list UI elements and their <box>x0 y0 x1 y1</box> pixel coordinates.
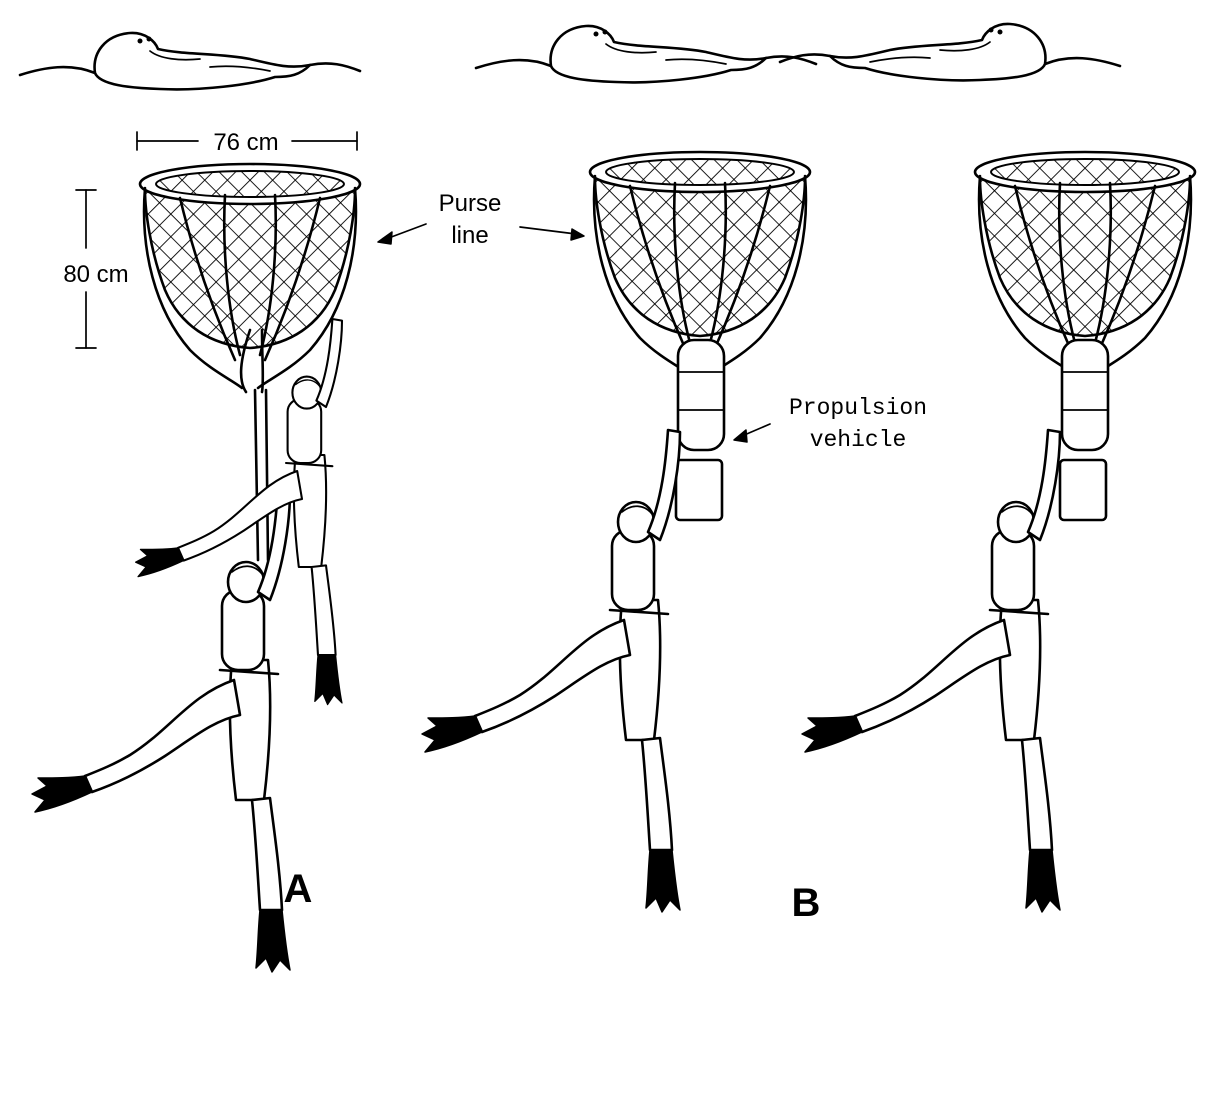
purse-line-label-2: line <box>451 222 488 249</box>
panel-b-left-scene <box>422 152 810 912</box>
height-label: 80 cm <box>63 261 128 288</box>
propulsion-label-1: Propulsion <box>789 395 927 421</box>
propulsion-label-2: vehicle <box>810 427 907 453</box>
width-label: 76 cm <box>213 129 278 156</box>
propulsion-vehicle-callout: Propulsion vehicle <box>734 395 927 453</box>
height-dimension: 80 cm <box>63 190 128 348</box>
purse-line-label-1: Purse <box>439 190 502 217</box>
width-dimension: 76 cm <box>137 129 357 156</box>
panel-b-right-scene <box>802 152 1195 912</box>
panel-b-letter: B <box>792 881 821 925</box>
panel-a-letter: A <box>284 867 313 911</box>
purse-line-callout: Purse line <box>378 190 584 249</box>
